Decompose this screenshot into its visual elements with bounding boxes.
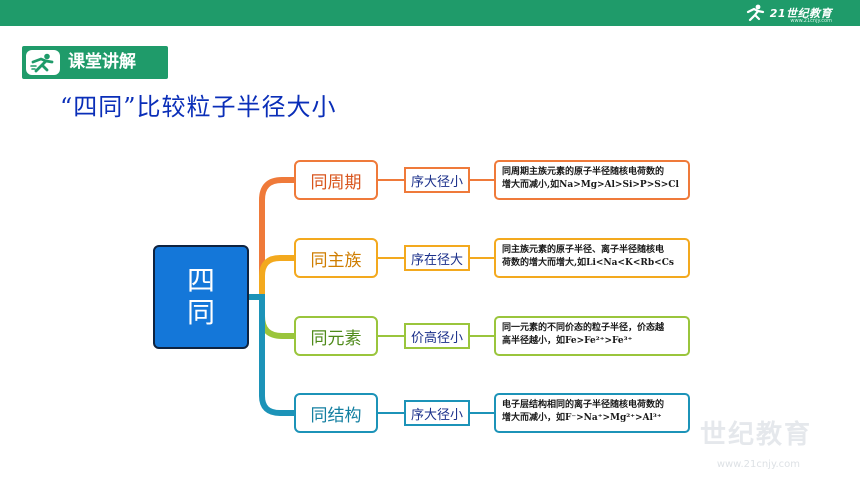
desc-line: 同主族元素的原子半径、离子半径随核电 (502, 245, 665, 255)
branch-node-same-element: 同元素 (294, 316, 378, 356)
rule-node-same-group: 序在径大 (404, 245, 470, 271)
desc-node-same-group: 同主族元素的原子半径、离子半径随核电 荷数的增大而增大,如Li<Na<K<Rb<… (494, 238, 690, 278)
section-tag-label: 课堂讲解 (68, 52, 136, 72)
center-node-char-2: 同 (186, 296, 215, 329)
desc-line: 增大而减小，如F⁻>Na⁺>Mg²⁺>Al³⁺ (502, 413, 662, 423)
watermark-url: www.21cnjy.com (716, 459, 800, 470)
branch-node-same-period: 同周期 (294, 160, 378, 200)
brand-url: www.21cnjy.com (790, 18, 832, 24)
desc-node-same-period: 同周期主族元素的原子半径随核电荷数的 增大而减小,如Na>Mg>Al>Si>P>… (494, 160, 690, 200)
section-tag: 课堂讲解 (22, 46, 168, 79)
branch-node-same-group: 同主族 (294, 238, 378, 278)
center-node-char-1: 四 (186, 264, 215, 297)
desc-line: 电子层结构相同的离子半径随核电荷数的 (502, 400, 665, 410)
top-bar: 21世纪教育 www.21cnjy.com (0, 0, 860, 26)
rule-node-same-element: 价高径小 (404, 323, 470, 349)
desc-line: 同一元素的不同价态的粒子半径，价态越 (502, 323, 665, 333)
brand-name: 21世纪教育 (769, 7, 832, 20)
desc-node-same-element: 同一元素的不同价态的粒子半径，价态越 高半径越小，如Fe>Fe²⁺>Fe³⁺ (494, 316, 690, 356)
center-node: 四 同 (153, 245, 249, 349)
rule-node-same-period: 序大径小 (404, 167, 470, 193)
connector-green (249, 294, 294, 339)
desc-line: 同周期主族元素的原子半径随核电荷数的 (502, 167, 665, 177)
watermark-logo: 世纪教育 (700, 420, 813, 450)
runner-icon (30, 53, 54, 72)
connector-orange (249, 177, 294, 300)
page-title: “四同”比较粒子半径大小 (60, 93, 337, 121)
connector-teal (249, 294, 294, 416)
desc-line: 增大而减小,如Na>Mg>Al>Si>P>S>Cl (502, 180, 679, 190)
connector-yellow (249, 255, 294, 300)
section-tag-icon-box (26, 50, 60, 75)
branch-node-same-structure: 同结构 (294, 393, 378, 433)
runner-icon (746, 4, 764, 22)
brand-logo: 21世纪教育 www.21cnjy.com (744, 3, 832, 24)
desc-node-same-structure: 电子层结构相同的离子半径随核电荷数的 增大而减小，如F⁻>Na⁺>Mg²⁺>Al… (494, 393, 690, 433)
desc-line: 荷数的增大而增大,如Li<Na<K<Rb<Cs (502, 258, 674, 268)
desc-line: 高半径越小，如Fe>Fe²⁺>Fe³⁺ (502, 336, 633, 346)
rule-node-same-structure: 序大径小 (404, 400, 470, 426)
